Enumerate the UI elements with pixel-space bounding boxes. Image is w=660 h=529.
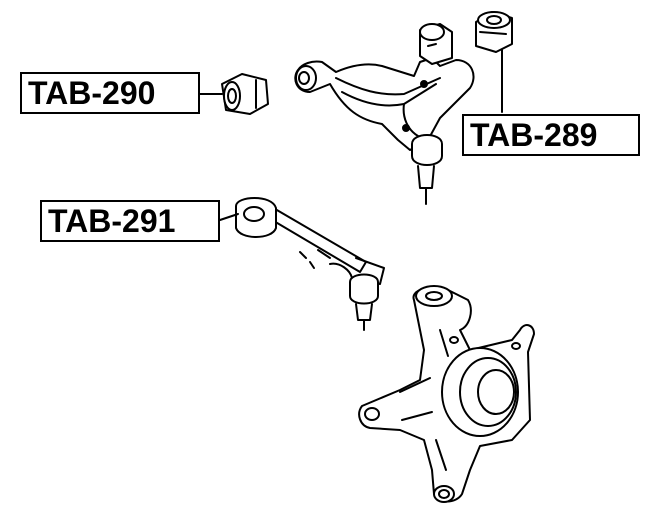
part-label-tab-291: TAB-291 [40,200,220,242]
lower-ball-joint [349,273,379,331]
steering-knuckle [358,285,535,503]
leader-line-291 [219,213,239,221]
bushing-tab-290 [221,73,269,115]
strut-rod [235,197,385,285]
part-label-tab-289: TAB-289 [462,114,640,156]
bushing-tab-289 [475,11,513,53]
part-label-tab-290: TAB-290 [20,72,200,114]
upper-ball-joint [411,134,443,205]
upper-control-arm [294,23,475,151]
